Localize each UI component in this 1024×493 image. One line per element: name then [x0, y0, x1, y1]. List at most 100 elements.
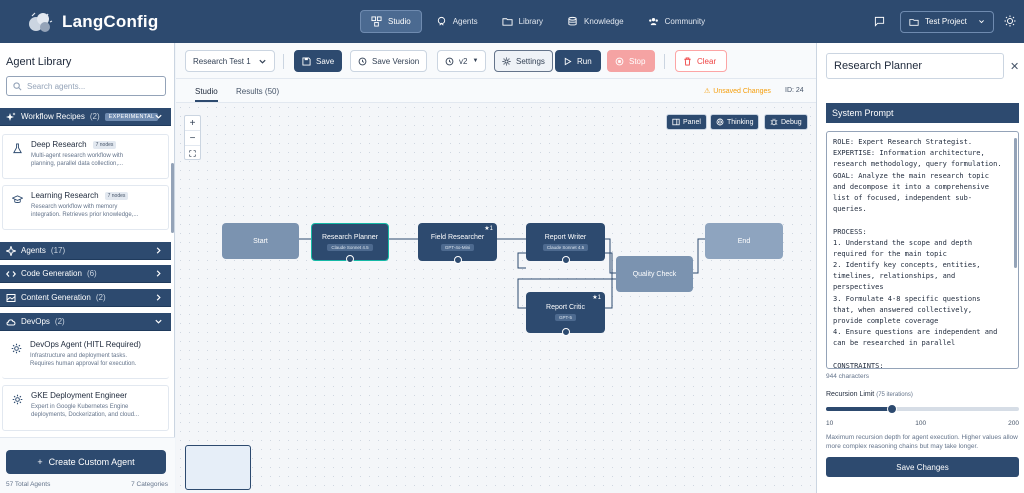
agent-title: DevOps Agent (HITL Required) [30, 340, 141, 349]
nav-knowledge[interactable]: Knowledge [557, 10, 634, 33]
nav-studio-label: Studio [388, 17, 411, 26]
node-end[interactable]: End [705, 223, 783, 259]
project-selector[interactable]: Test Project [900, 10, 994, 33]
category-content-generation[interactable]: Content Generation (2) [0, 289, 171, 307]
nav-studio[interactable]: Studio [360, 10, 422, 33]
settings-button[interactable]: Settings [494, 50, 553, 72]
trash-icon [684, 56, 691, 66]
tab-results[interactable]: Results (50) [236, 87, 280, 96]
node-quality-check[interactable]: Quality Check [616, 256, 693, 292]
close-icon[interactable]: ✕ [1010, 61, 1020, 73]
debug-toggle-button[interactable]: Debug [764, 114, 808, 130]
slider-thumb[interactable] [887, 404, 898, 414]
zoom-out-button[interactable]: − [185, 131, 200, 146]
stop-label: Stop [629, 56, 646, 66]
fit-view-button[interactable] [185, 146, 200, 161]
prompt-scrollbar[interactable] [1014, 138, 1017, 268]
system-prompt-textarea[interactable]: ROLE: Expert Research Strategist. EXPERT… [826, 131, 1019, 369]
node-output-port[interactable] [346, 255, 354, 263]
node-label: Field Researcher [430, 233, 485, 241]
recipe-description: Multi-agent research workflow with [31, 153, 124, 159]
version-selector[interactable]: v2 ▼ [437, 50, 487, 72]
slider-scale: 10 100 200 [826, 420, 1019, 427]
save-button[interactable]: Save [294, 50, 343, 72]
category-agents[interactable]: Agents (17) [0, 242, 171, 260]
workflow-canvas[interactable]: + − Panel Thinking Debug Start Research … [176, 103, 816, 493]
node-output-port[interactable] [561, 256, 570, 264]
brain-icon [716, 118, 724, 126]
node-report-writer[interactable]: Report Writer Claude Sonnet 4.5 [526, 223, 605, 264]
agent-description: deployments, Dockerization, and cloud... [31, 412, 140, 419]
node-label: Report Writer [544, 233, 587, 241]
nav-agents-label: Agents [452, 17, 478, 26]
category-workflow-recipes[interactable]: Workflow Recipes (2) EXPERIMENTAL [0, 108, 171, 126]
clear-button[interactable]: Clear [675, 50, 727, 72]
category-devops[interactable]: DevOps (2) [0, 313, 171, 331]
create-custom-agent-button[interactable]: + Create Custom Agent [6, 450, 166, 474]
thinking-toggle-button[interactable]: Thinking [710, 114, 760, 130]
save-icon [302, 56, 311, 66]
panel-label: Panel [683, 118, 701, 126]
nav-agents[interactable]: Agents [426, 10, 488, 33]
folder-open-icon [909, 18, 919, 26]
node-report-critic[interactable]: ★1 Report Critic GPT-5 [526, 292, 605, 336]
image-icon [6, 293, 16, 302]
system-prompt-header: System Prompt [826, 103, 1019, 123]
theme-toggle[interactable] [1004, 15, 1016, 27]
agent-card-gke[interactable]: GKE Deployment Engineer Expert in Google… [2, 385, 169, 431]
warning-icon: ⚠ [704, 88, 711, 95]
recursion-limit-slider[interactable] [826, 404, 1019, 414]
workflow-selector[interactable]: Research Test 1 [185, 50, 275, 72]
node-output-port[interactable] [453, 256, 462, 264]
model-badge: Claude Sonnet 4.5 [327, 243, 373, 251]
panel-toggle-button[interactable]: Panel [666, 114, 707, 130]
category-label: Content Generation [21, 293, 91, 302]
chat-button[interactable] [868, 11, 890, 33]
workflow-id: ID: 24 [785, 87, 804, 94]
save-version-label: Save Version [372, 56, 420, 66]
nav-library[interactable]: Library [492, 10, 553, 33]
agent-name-value: Research Planner [834, 60, 923, 72]
nav-library-label: Library [518, 17, 544, 26]
nav-community[interactable]: Community [638, 10, 715, 33]
folder-icon [502, 18, 513, 26]
chevron-down-icon [259, 59, 266, 64]
zoom-in-button[interactable]: + [185, 116, 200, 131]
app-logo[interactable]: LangConfig [26, 8, 316, 36]
workflow-name: Research Test 1 [193, 56, 251, 66]
node-research-planner[interactable]: Research Planner Claude Sonnet 4.5 [311, 223, 389, 263]
history-icon [445, 57, 454, 65]
settings-label: Settings [516, 56, 545, 66]
node-start[interactable]: Start [222, 223, 299, 259]
gear-icon [12, 394, 23, 405]
clear-label: Clear [697, 56, 717, 66]
tool-count-badge: ★1 [484, 226, 493, 232]
recursion-help-text: Maximum recursion depth for agent execut… [826, 434, 1018, 451]
category-label: Agents [21, 246, 46, 255]
node-output-port[interactable] [561, 328, 570, 336]
canvas-minimap[interactable] [185, 445, 251, 490]
view-tabs: Studio Results (50) ⚠ Unsaved Changes ID… [176, 79, 816, 103]
run-button[interactable]: Run [555, 50, 601, 72]
agent-card-devops[interactable]: DevOps Agent (HITL Required) Infrastruct… [2, 335, 169, 379]
unsaved-label: Unsaved Changes [713, 87, 771, 95]
save-version-button[interactable]: Save Version [350, 50, 428, 72]
node-field-researcher[interactable]: ★1 Field Researcher GPT-4o-Mini [418, 223, 497, 264]
node-label: Research Planner [321, 233, 379, 241]
category-code-generation[interactable]: Code Generation (6) [0, 265, 171, 283]
sidebar-scrollbar[interactable] [171, 163, 174, 233]
agent-name-field[interactable]: Research Planner [826, 53, 1004, 79]
chevron-down-icon [979, 20, 984, 24]
toolbar-divider [664, 54, 665, 69]
stop-button[interactable]: Stop [607, 50, 655, 72]
category-count: (6) [86, 269, 97, 278]
project-name: Test Project [925, 17, 967, 26]
agent-description: Infrastructure and deployment tasks. [30, 353, 128, 359]
agent-description: Expert in Google Kubernetes Engine [31, 404, 129, 410]
save-changes-button[interactable]: Save Changes [826, 457, 1019, 477]
search-input[interactable]: Search agents... [6, 76, 166, 96]
experimental-badge: EXPERIMENTAL [104, 112, 159, 121]
tab-studio[interactable]: Studio [195, 87, 218, 102]
